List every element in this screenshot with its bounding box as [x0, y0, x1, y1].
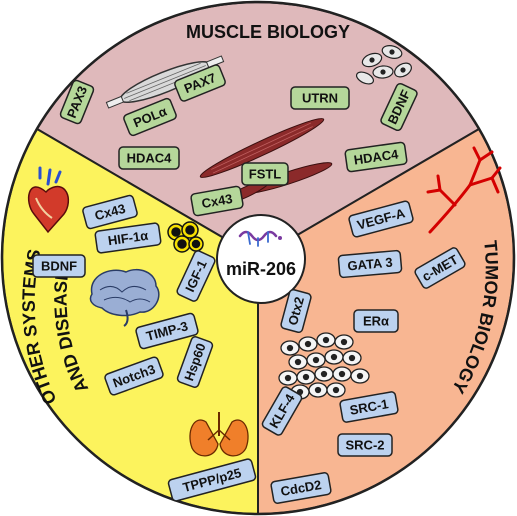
muscle-gene-label: HDAC4 [127, 151, 173, 166]
other-gene-box-bg [32, 254, 86, 278]
tumor-gene-box: SRC-2 [337, 433, 393, 457]
tumor-gene-label: CdcD2 [279, 477, 322, 499]
muscle-gene-label: FSTL [249, 167, 282, 182]
muscle-gene-box: HDAC4 [344, 141, 408, 173]
other-gene-box: HIF-1α [94, 222, 162, 254]
tumor-gene-box: GATA 3 [337, 249, 403, 279]
muscle-gene-box-bg [344, 141, 408, 173]
other-gene-label: HIF-1α [107, 228, 149, 248]
tumor-cells-icon [278, 332, 370, 400]
other-gene-label: BDNF [41, 259, 77, 274]
other-gene-box-bg [176, 250, 216, 302]
muscle-gene-box-bg [174, 64, 226, 102]
other-gene-box: Cx43 [82, 194, 138, 230]
blood-vessel-icon [426, 146, 502, 234]
muscle-gene-box-bg [190, 185, 244, 217]
center-node: miR-206 [216, 214, 306, 304]
tumor-gene-box-bg [414, 247, 466, 289]
tumor-gene-box: Otx2 [280, 288, 312, 334]
other-gene-box-bg [176, 336, 214, 388]
other-gene-box-bg [94, 222, 162, 254]
muscle-gene-box: FSTL [241, 162, 289, 186]
tumor-gene-box: SRC-1 [339, 391, 399, 423]
other-gene-box-bg [167, 458, 257, 502]
tumor-gene-box-bg [270, 472, 332, 504]
tumor-gene-box-bg [280, 288, 312, 334]
tumor-gene-box-bg [337, 249, 403, 279]
muscle-gene-box-bg [290, 86, 350, 110]
heart-icon [27, 166, 69, 234]
center-label: miR-206 [226, 259, 296, 279]
muscle-gene-label: Cx43 [200, 191, 233, 211]
muscle-biology-title: MUSCLE BIOLOGY [186, 22, 350, 42]
muscle-gene-box-bg [380, 82, 418, 132]
tumor-gene-label: SRC-2 [345, 438, 384, 453]
muscle-gene-box-bg [123, 97, 177, 137]
muscle-gene-box: Cx43 [190, 185, 244, 217]
tumor-gene-label: Otx2 [285, 295, 307, 327]
rna-strand-icon [238, 230, 282, 247]
myoblast-cells-icon [355, 45, 412, 85]
other-gene-box-bg [104, 356, 164, 396]
tumor-gene-box-bg [353, 309, 399, 333]
tumor-gene-box: ERα [353, 309, 399, 333]
muscle-gene-label: HDAC4 [353, 146, 400, 167]
muscle-gene-box-bg [241, 162, 289, 186]
muscle-gene-label: UTRN [302, 91, 338, 106]
muscle-gene-box: HDAC4 [118, 146, 180, 170]
tumor-gene-label: SRC-1 [348, 396, 389, 418]
other-gene-box-bg [135, 312, 199, 350]
tumor-gene-box-bg [337, 433, 393, 457]
other-gene-box: BDNF [32, 254, 86, 278]
tumor-gene-box-bg [339, 391, 399, 423]
tumor-gene-box: CdcD2 [270, 472, 332, 504]
tumor-gene-box-bg [348, 200, 414, 238]
brain-icon [89, 268, 160, 327]
other-gene-box-bg [82, 194, 138, 230]
lungs-icon [189, 412, 249, 457]
tumor-gene-box-bg [261, 386, 303, 436]
muscle-gene-box: UTRN [290, 86, 350, 110]
muscle-gene-box-bg [59, 79, 95, 125]
myotube-icon [199, 118, 325, 178]
tumor-gene-label: GATA 3 [347, 255, 393, 274]
tumor-gene-label: ERα [363, 314, 389, 329]
muscle-gene-box-bg [118, 146, 180, 170]
